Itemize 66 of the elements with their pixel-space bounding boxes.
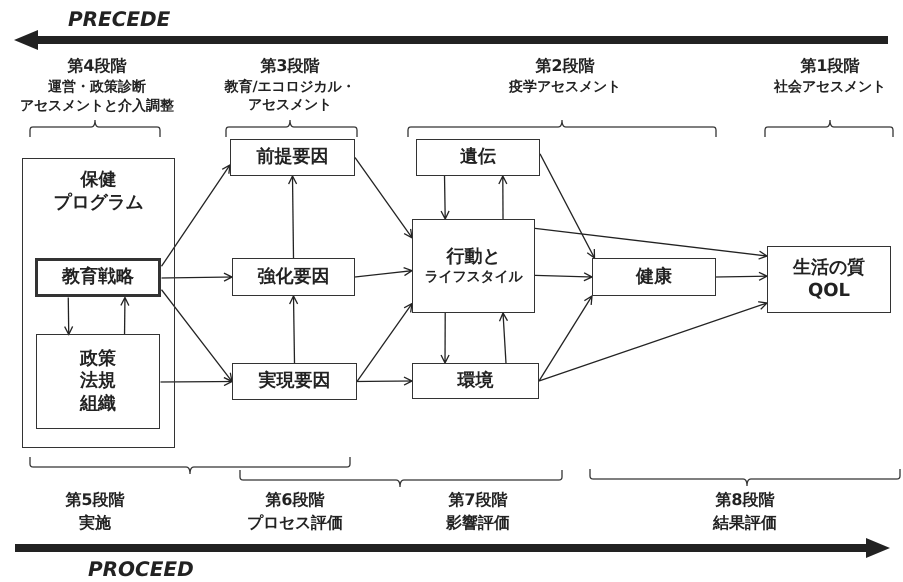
node-label: 教育戦略 — [62, 266, 134, 289]
factor-box — [767, 246, 891, 313]
arrow — [288, 175, 298, 258]
arrow — [538, 301, 768, 382]
node-label: 政策法規組織 — [80, 348, 116, 416]
factor-box — [592, 258, 716, 296]
node-label: プログラム — [54, 192, 144, 214]
phase-label: 第5段階 — [64, 490, 126, 511]
factor-box — [416, 139, 540, 176]
arrow — [160, 376, 233, 386]
phase-label: 疫学アセスメント — [508, 78, 622, 96]
program-container — [22, 158, 175, 448]
node-label: QOL — [808, 280, 850, 302]
factor-box — [412, 363, 539, 399]
node-label: 前提要因 — [256, 146, 328, 169]
arrow — [356, 302, 413, 382]
phase-label: 運営・政策診断 — [47, 78, 147, 96]
arrow — [64, 298, 74, 336]
phase-label: 影響評価 — [445, 513, 511, 534]
phase-label: プロセス評価 — [246, 513, 344, 534]
node-label: 健康 — [636, 266, 672, 288]
model-name: PRECEDE — [68, 6, 172, 32]
arrow — [534, 272, 593, 282]
arrow — [354, 157, 413, 238]
factor-box — [232, 258, 355, 296]
arrow — [354, 266, 413, 278]
arrow — [120, 296, 130, 334]
node-label: 生活の質 — [793, 257, 865, 280]
phase-label: 第7段階 — [447, 490, 509, 511]
phase-label: 第2段階 — [534, 56, 596, 77]
phase-label: 第1段階 — [799, 56, 861, 77]
arrow — [498, 312, 508, 364]
node-label: 強化要因 — [258, 266, 330, 288]
node-label: 環境 — [458, 370, 494, 392]
arrow — [716, 272, 768, 281]
arrow — [440, 313, 450, 364]
factor-box — [36, 334, 160, 429]
phase-label: 社会アセスメント — [772, 78, 887, 96]
phase-label: 結果評価 — [712, 513, 778, 534]
factor-box — [412, 219, 535, 313]
arrow — [160, 164, 231, 267]
factor-box — [232, 363, 357, 400]
arrow — [538, 295, 593, 382]
phase-label: 第3段階 — [259, 56, 321, 77]
arrow — [162, 272, 233, 282]
node-label: ライフスタイル — [424, 268, 522, 286]
phase-label: 実施 — [78, 513, 112, 534]
arrow — [498, 175, 508, 219]
model-name: PROCEED — [88, 556, 195, 582]
arrow — [534, 228, 768, 260]
node-label: 保健 — [80, 169, 116, 192]
arrow — [440, 176, 450, 220]
node-label: 行動と — [446, 246, 500, 268]
arrow — [539, 154, 596, 259]
phase-label: 第4段階 — [66, 56, 128, 77]
strategy-box — [35, 258, 161, 297]
phase-label: 第8段階 — [714, 490, 776, 511]
arrow — [288, 295, 298, 363]
node-label: 実現要因 — [258, 370, 330, 393]
phase-label: 第6段階 — [264, 490, 326, 511]
phase-label: アセスメントと介入調整 — [19, 97, 175, 116]
node-label: 遺伝 — [460, 146, 496, 169]
arrow — [160, 289, 233, 382]
factor-box — [230, 139, 355, 176]
arrow — [357, 376, 413, 386]
phase-label: 教育/エコロジカル・アセスメント — [223, 78, 357, 114]
